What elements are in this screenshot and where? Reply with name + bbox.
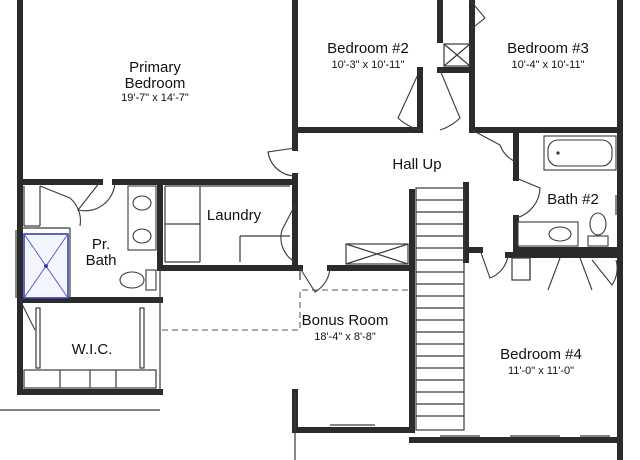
bonus-room-dims: 18'-4" x 8'-8" <box>314 331 376 343</box>
linen-closet <box>345 43 471 265</box>
fixtures <box>23 135 617 389</box>
bedroom-3-name: Bedroom #3 <box>507 40 589 57</box>
bedroom-4-dims: 11'-0" x 11'-0" <box>508 365 574 377</box>
pr-bath-name-line1: Pr. <box>92 236 110 253</box>
walls <box>17 0 623 460</box>
wic-name: W.I.C. <box>72 341 113 358</box>
primary-bedroom-name-line1: Primary <box>129 59 181 76</box>
primary-bedroom-name-line2: Bedroom <box>125 75 186 92</box>
laundry-name: Laundry <box>207 207 262 224</box>
bedroom-2-dims: 10'-3" x 10'-11" <box>332 59 405 71</box>
bedroom-3-dims: 10'-4" x 10'-11" <box>512 59 585 71</box>
bonus-dash-line <box>162 289 410 331</box>
interior-lines <box>0 185 617 460</box>
bedroom-2-name: Bedroom #2 <box>327 40 409 57</box>
bonus-room-name: Bonus Room <box>302 312 389 329</box>
bedroom-4-name: Bedroom #4 <box>500 346 582 363</box>
room-labels: Primary Bedroom 19'-7" x 14'-7" Bedroom … <box>72 40 599 377</box>
staircase <box>415 187 465 431</box>
primary-bedroom-dims: 19'-7" x 14'-7" <box>121 92 189 104</box>
doors <box>19 0 618 331</box>
bath-2-name: Bath #2 <box>547 191 599 208</box>
pr-bath-name-line2: Bath <box>86 252 117 269</box>
hall-up-name: Hall Up <box>392 156 441 173</box>
